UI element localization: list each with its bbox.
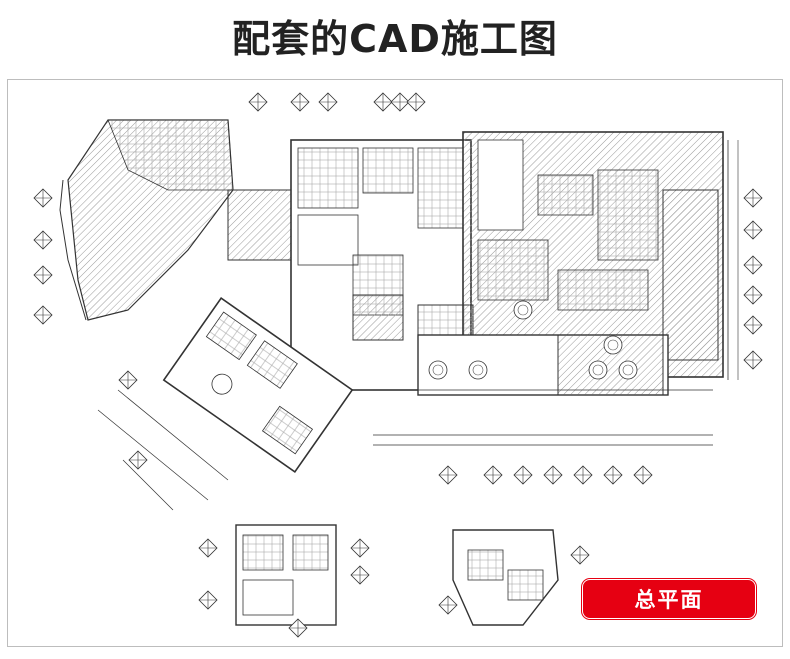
left-wing — [59, 119, 234, 321]
cad-drawing-frame — [7, 79, 783, 647]
small-plan-right — [452, 529, 559, 626]
page-title: 配套的CAD施工图 — [232, 17, 558, 61]
private-rooms — [417, 300, 669, 396]
cad-floor-plan — [33, 92, 763, 638]
corridor — [227, 189, 299, 261]
rotated-wing — [162, 297, 354, 473]
central-block — [290, 139, 474, 391]
small-plan-left — [235, 524, 337, 626]
dimension-lines — [97, 389, 713, 511]
plan-label-badge: 总平面 — [582, 579, 756, 619]
